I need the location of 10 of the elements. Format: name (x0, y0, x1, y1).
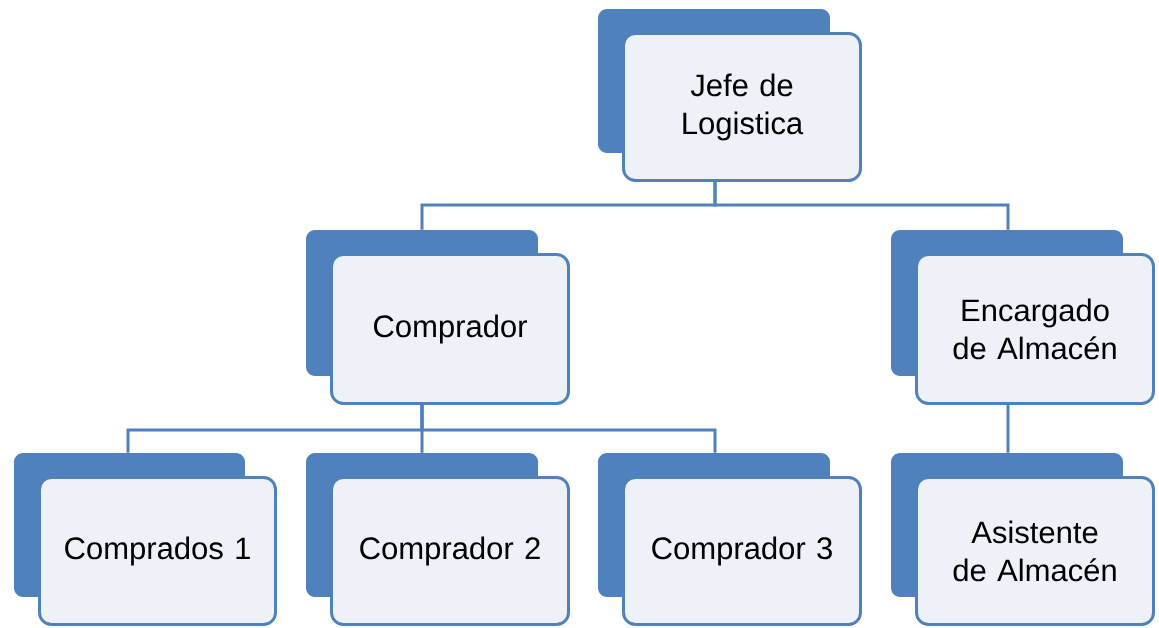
connector-line (420, 405, 717, 453)
org-box: Asistente de Almacén (891, 453, 1155, 626)
connector-line (713, 182, 1010, 230)
org-box: Encargado de Almacén (891, 230, 1155, 405)
org-box: Comprador 3 (598, 453, 862, 626)
connector-line (1006, 405, 1010, 453)
org-box: Comprados 1 (14, 453, 277, 626)
org-box: Comprador 2 (306, 453, 570, 626)
org-box: Jefe de Logistica (598, 9, 862, 182)
org-box: Comprador (306, 230, 570, 405)
